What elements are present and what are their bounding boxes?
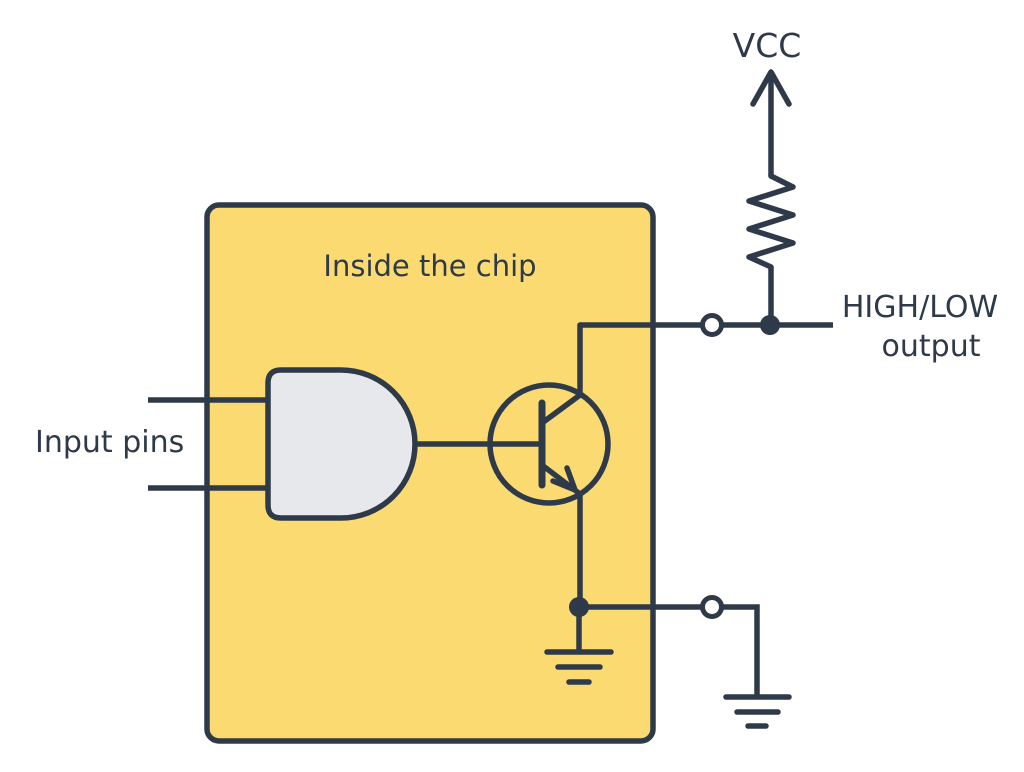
emitter-arrow-icon [550, 465, 578, 493]
vcc-arrow-icon [750, 69, 792, 107]
input-pins: Input pins [35, 397, 268, 491]
transistor-circle [487, 382, 611, 506]
output-label-line2: output [882, 329, 981, 364]
ground-wire [579, 604, 760, 697]
and-gate [265, 367, 540, 521]
inside-chip-label: Inside the chip [323, 249, 536, 283]
output-pin-terminal [700, 313, 724, 337]
chip: Inside the chip [204, 202, 656, 744]
chip-body [204, 202, 656, 744]
vcc-label: VCC [733, 26, 802, 65]
resistor-zigzag [746, 173, 796, 270]
input-pins-label: Input pins [35, 425, 184, 460]
transistor-collector [539, 322, 583, 426]
transistor-emitter [539, 462, 583, 610]
vcc-branch: VCC [733, 26, 802, 325]
and-gate-body [265, 367, 418, 521]
output-label-line1: HIGH/LOW [842, 290, 998, 325]
npn-transistor [487, 322, 611, 610]
ground-outer-icon [723, 694, 792, 729]
output-net: HIGH/LOW output [580, 290, 998, 364]
output-junction-dot [760, 315, 780, 335]
ground-inner-icon [544, 607, 614, 685]
ground-net [544, 595, 792, 729]
ground-pin-terminal [700, 595, 724, 619]
